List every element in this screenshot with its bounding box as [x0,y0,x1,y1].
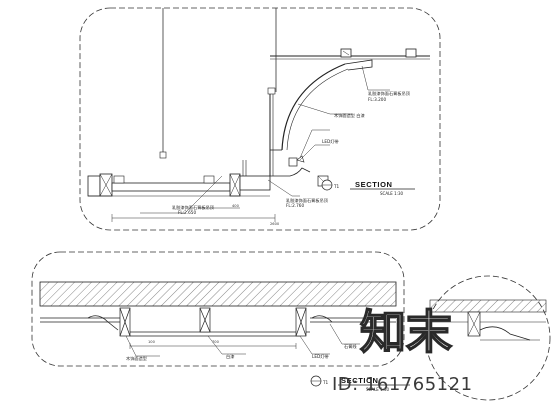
detail-circle [425,275,551,401]
note-mid: 木饰面造型 白漆 [334,112,365,119]
dim-a: 700 [212,340,220,344]
bottom-section-detail: 木饰面造型 白漆 LED灯带 石膏线 700 100 T1 SECTION SC… [31,251,410,392]
section-scale-bottom: SCALE 1:30 [366,387,390,392]
dim-b: 100 [148,340,156,344]
ceiling-slab [270,48,430,60]
note-b: 白漆 [226,353,234,360]
leader-lines-top [140,65,390,214]
note-c: LED灯带 [312,353,329,360]
vertical-drop [267,87,276,176]
section-scale-top: SCALE 1:30 [380,191,404,196]
concrete-slab [39,281,397,307]
molding-right [311,315,333,323]
note-a: 木饰面造型 [126,355,147,362]
watermark: 知末 ID: 161765121 [332,304,473,395]
leader-lines-bottom [125,323,360,357]
led-label: LED灯带 [322,138,339,145]
note-d: 石膏线 [344,343,357,350]
note-left: 乳胶漆饰面石膏板吊顶 [172,204,215,211]
molding-left [87,315,119,331]
note-upper-1: 乳胶漆饰面石膏板吊顶 [368,90,411,97]
dim-bottom: 2600 [270,222,280,226]
watermark-id: ID: 161765121 [332,374,473,395]
note-upper-2: FL:3.200 [368,97,386,102]
ceiling-layers [40,317,396,337]
fl-bottom: FL:2.760 [286,203,304,208]
note-bottom: 乳胶漆饰面石膏板吊顶 [286,197,329,204]
section-title-bottom: SECTION [341,376,379,385]
curved-cove [270,59,373,151]
section-title-top: SECTION [355,180,393,189]
top-section-frame [79,7,441,231]
section-callout-bottom [310,375,410,387]
section-callout-top [321,179,415,191]
bottom-section-frame [31,251,405,367]
dimension-lines-top [111,207,276,222]
dim-mid: 400 [232,204,240,208]
top-section-detail: 乳胶漆饰面石膏板吊顶 FL:3.200 木饰面造型 白漆 LED灯带 乳胶漆饰面… [79,7,441,231]
section-ref-bottom: T1 [322,380,329,385]
ceiling-bulkhead [87,160,311,197]
dimension-lines-bottom [129,343,297,349]
fl-left: FL:2.650 [178,210,196,215]
watermark-logo: 知末 [360,305,452,359]
timber-blocks [119,307,307,337]
section-ref-top: T1 [333,184,340,189]
